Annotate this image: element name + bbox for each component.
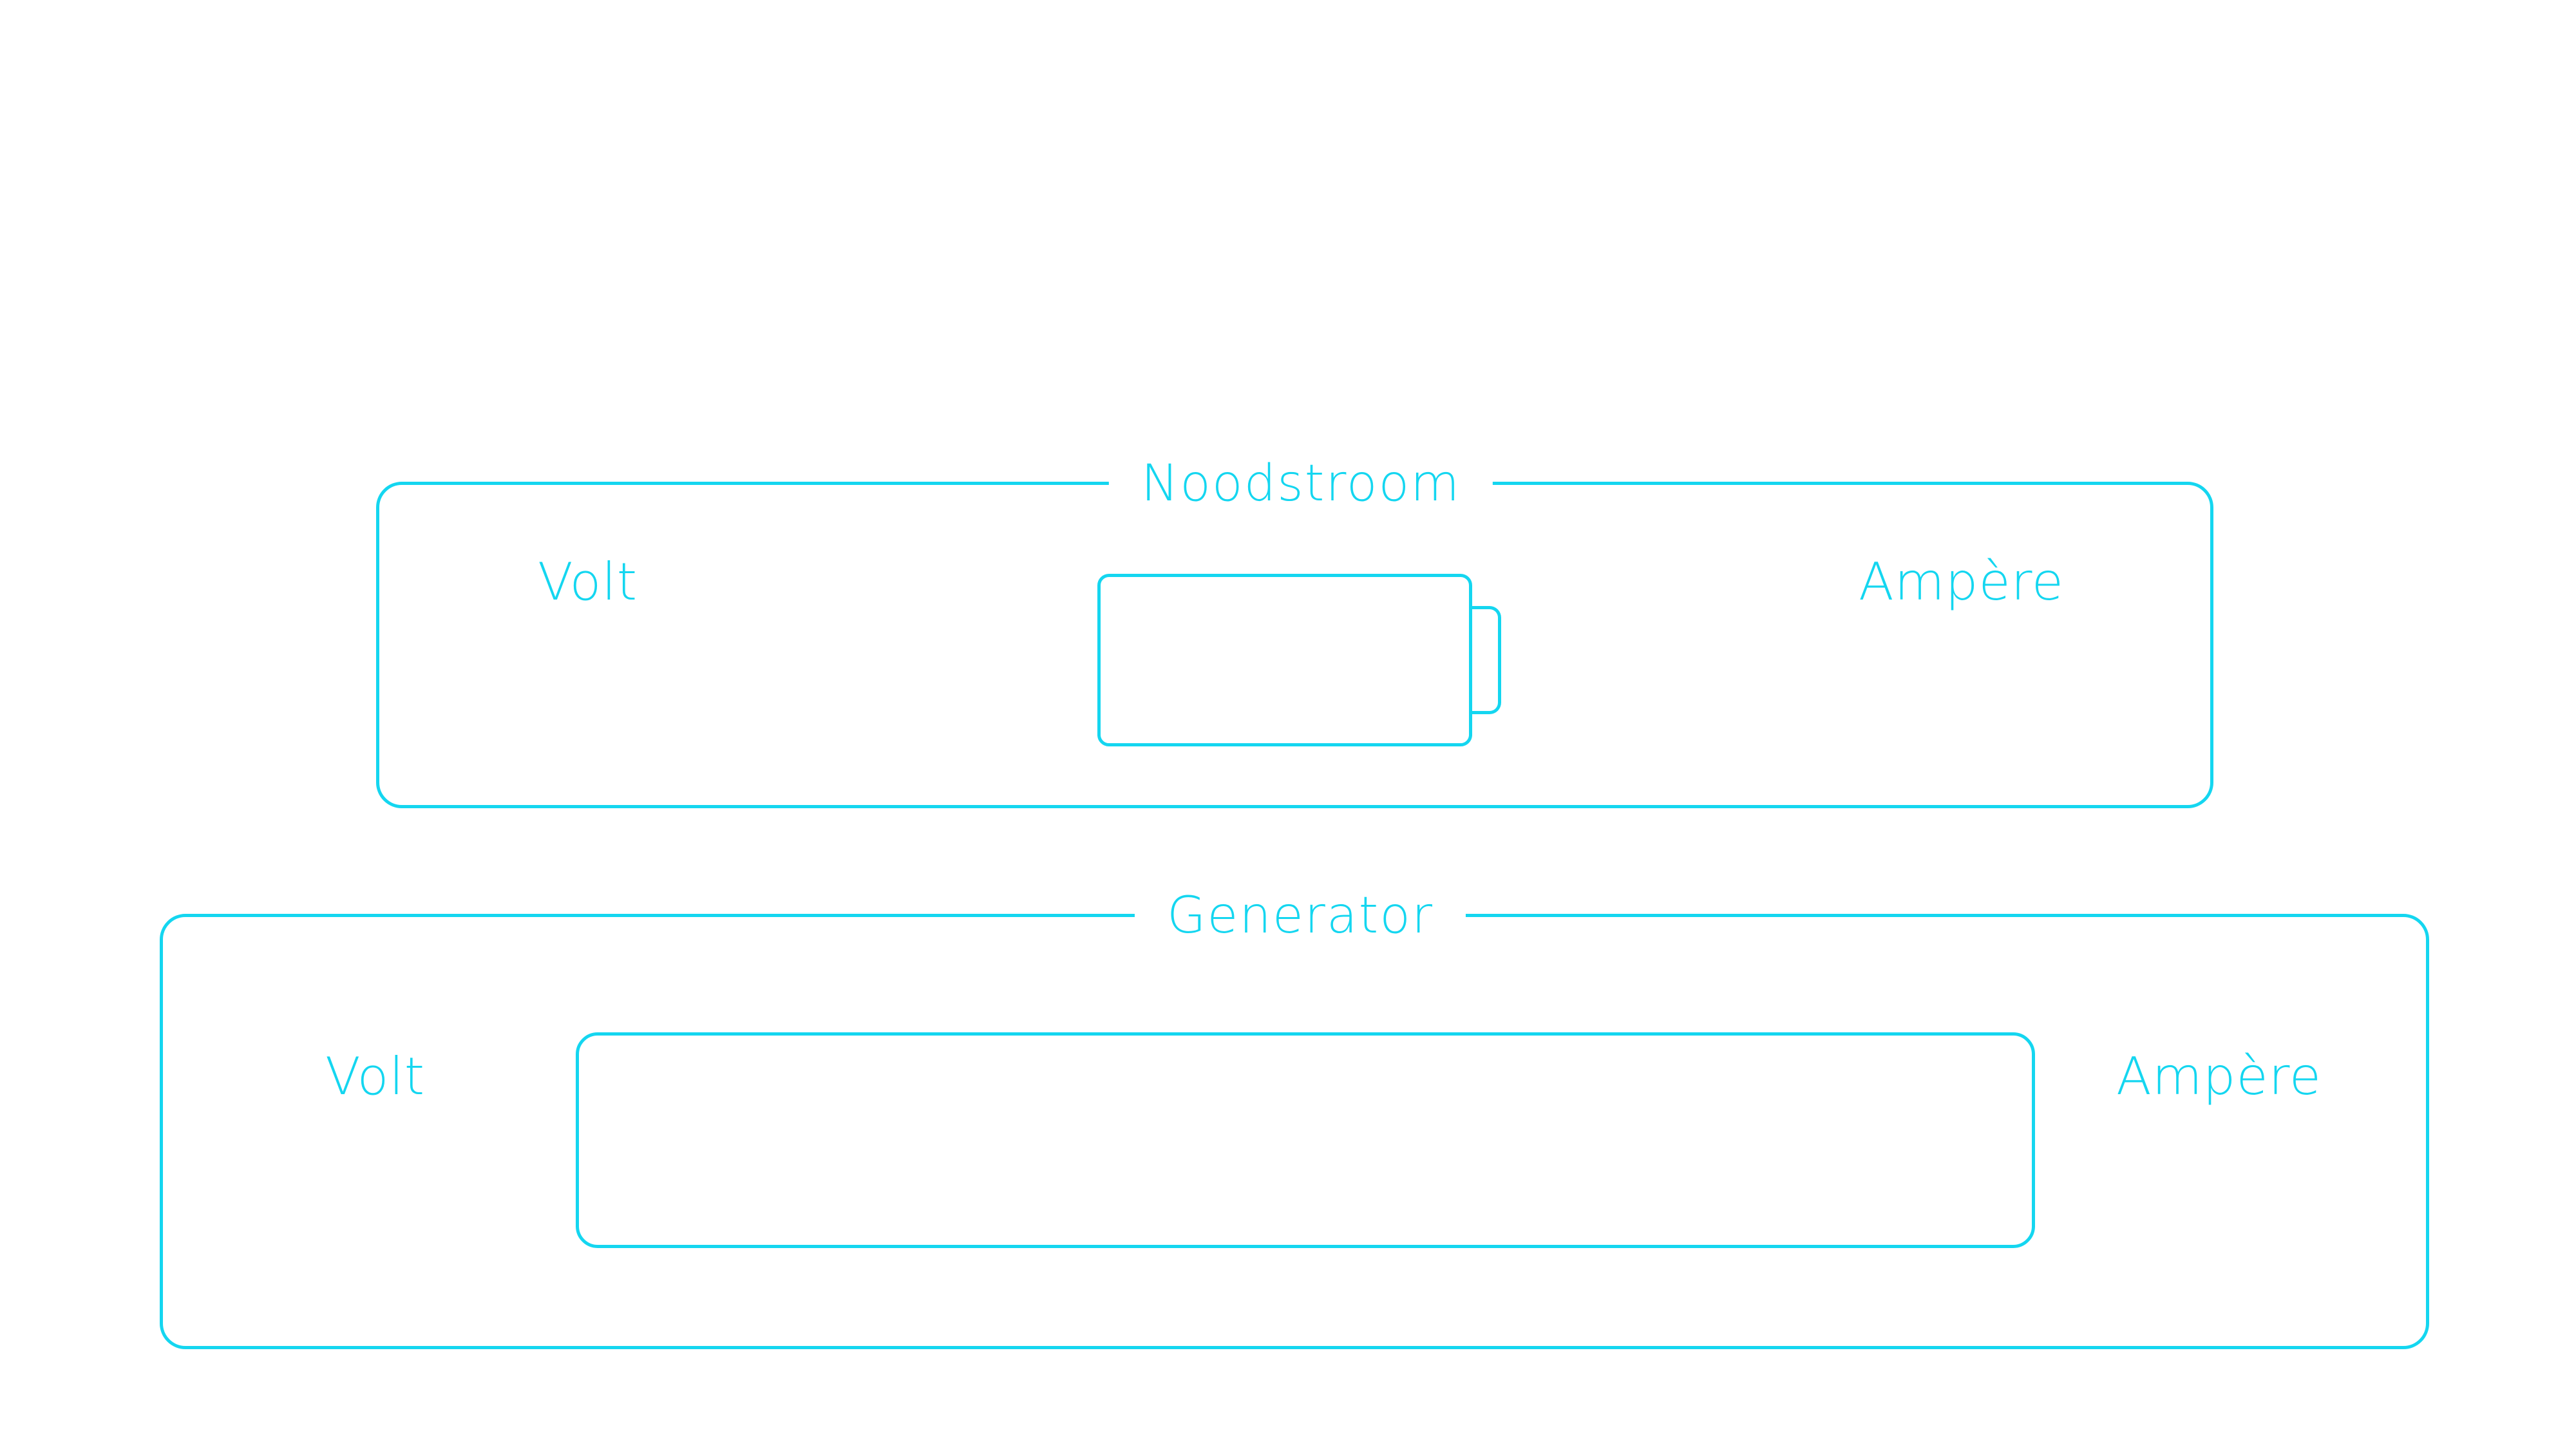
battery-icon bbox=[1097, 574, 1510, 748]
generator-panel: Generator Volt Ampère bbox=[160, 884, 2429, 1349]
noodstroom-ampere-label: Ampère bbox=[1859, 552, 2065, 612]
noodstroom-title: Noodstroom bbox=[1108, 451, 1493, 516]
noodstroom-volt-label: Volt bbox=[538, 552, 638, 612]
noodstroom-panel: Noodstroom Volt Ampère bbox=[376, 451, 2213, 808]
generator-title: Generator bbox=[1134, 884, 1466, 948]
generator-ampere-label: Ampère bbox=[2116, 1046, 2322, 1106]
battery-terminal bbox=[1469, 606, 1501, 714]
generator-volt-label: Volt bbox=[325, 1046, 426, 1106]
generator-display bbox=[576, 1032, 2035, 1248]
battery-body bbox=[1097, 574, 1472, 746]
